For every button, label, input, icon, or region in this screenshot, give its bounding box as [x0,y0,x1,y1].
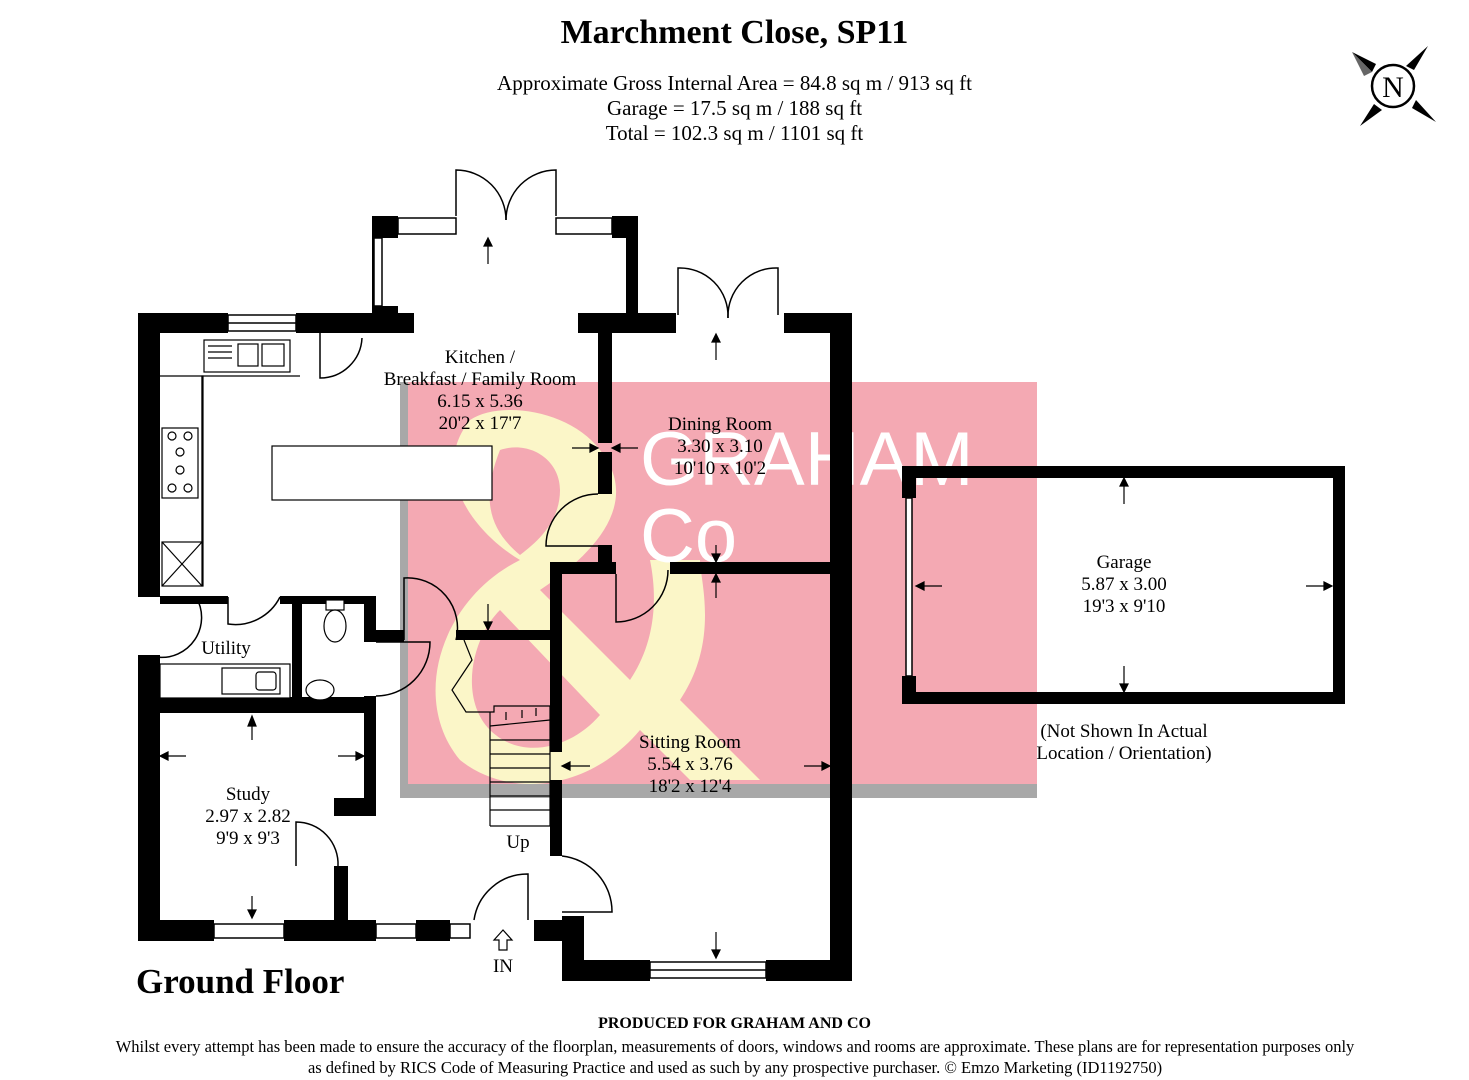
toilet [325,599,345,611]
floor-label: Ground Floor [136,962,345,1001]
compass-north-label: N [1382,71,1404,104]
dimension-arrows [158,236,1334,960]
garage-location-note: (Not Shown In Actual Location / Orientat… [1036,721,1212,764]
gross-internal-area: Approximate Gross Internal Area = 84.8 s… [497,71,972,95]
total-area: Total = 102.3 sq m / 1101 sq ft [605,121,864,145]
room-label-sitting: Sitting Room 5.54 x 3.76 18'2 x 12'4 [639,732,741,797]
garage-area: Garage = 17.5 sq m / 188 sq ft [606,96,863,120]
room-label-kitchen: Kitchen / Breakfast / Family Room 6.15 x… [383,347,577,434]
fixtures [159,339,493,701]
kitchen-island [271,445,493,501]
room-label-study: Study 2.97 x 2.82 9'9 x 9'3 [205,784,291,849]
walls [138,216,1345,981]
windows [213,217,913,979]
room-label-utility: Utility [201,638,251,659]
hob [161,427,199,499]
entrance-label: IN [492,956,514,977]
room-label-dining: Dining Room 3.30 x 3.10 10'10 x 10'2 [668,414,772,479]
ampersand-watermark-icon [435,410,760,784]
plan-title: Marchment Close, SP11 [560,14,909,51]
stairs-up-label: Up [506,832,530,853]
doors [155,169,779,921]
watermark: GRAHAM Co [400,382,1037,798]
staircase [451,639,551,827]
footer-disclaimer: Whilst every attempt has been made to en… [115,1037,1355,1077]
compass-icon: N [1352,46,1436,126]
entrance-arrow-icon [492,929,514,951]
footer-heading: PRODUCED FOR GRAHAM AND CO [598,1015,871,1032]
watermark-text-graham: GRAHAM [640,417,974,502]
room-label-garage: Garage 5.87 x 3.00 19'3 x 9'10 [1081,552,1167,617]
basin [305,679,335,701]
